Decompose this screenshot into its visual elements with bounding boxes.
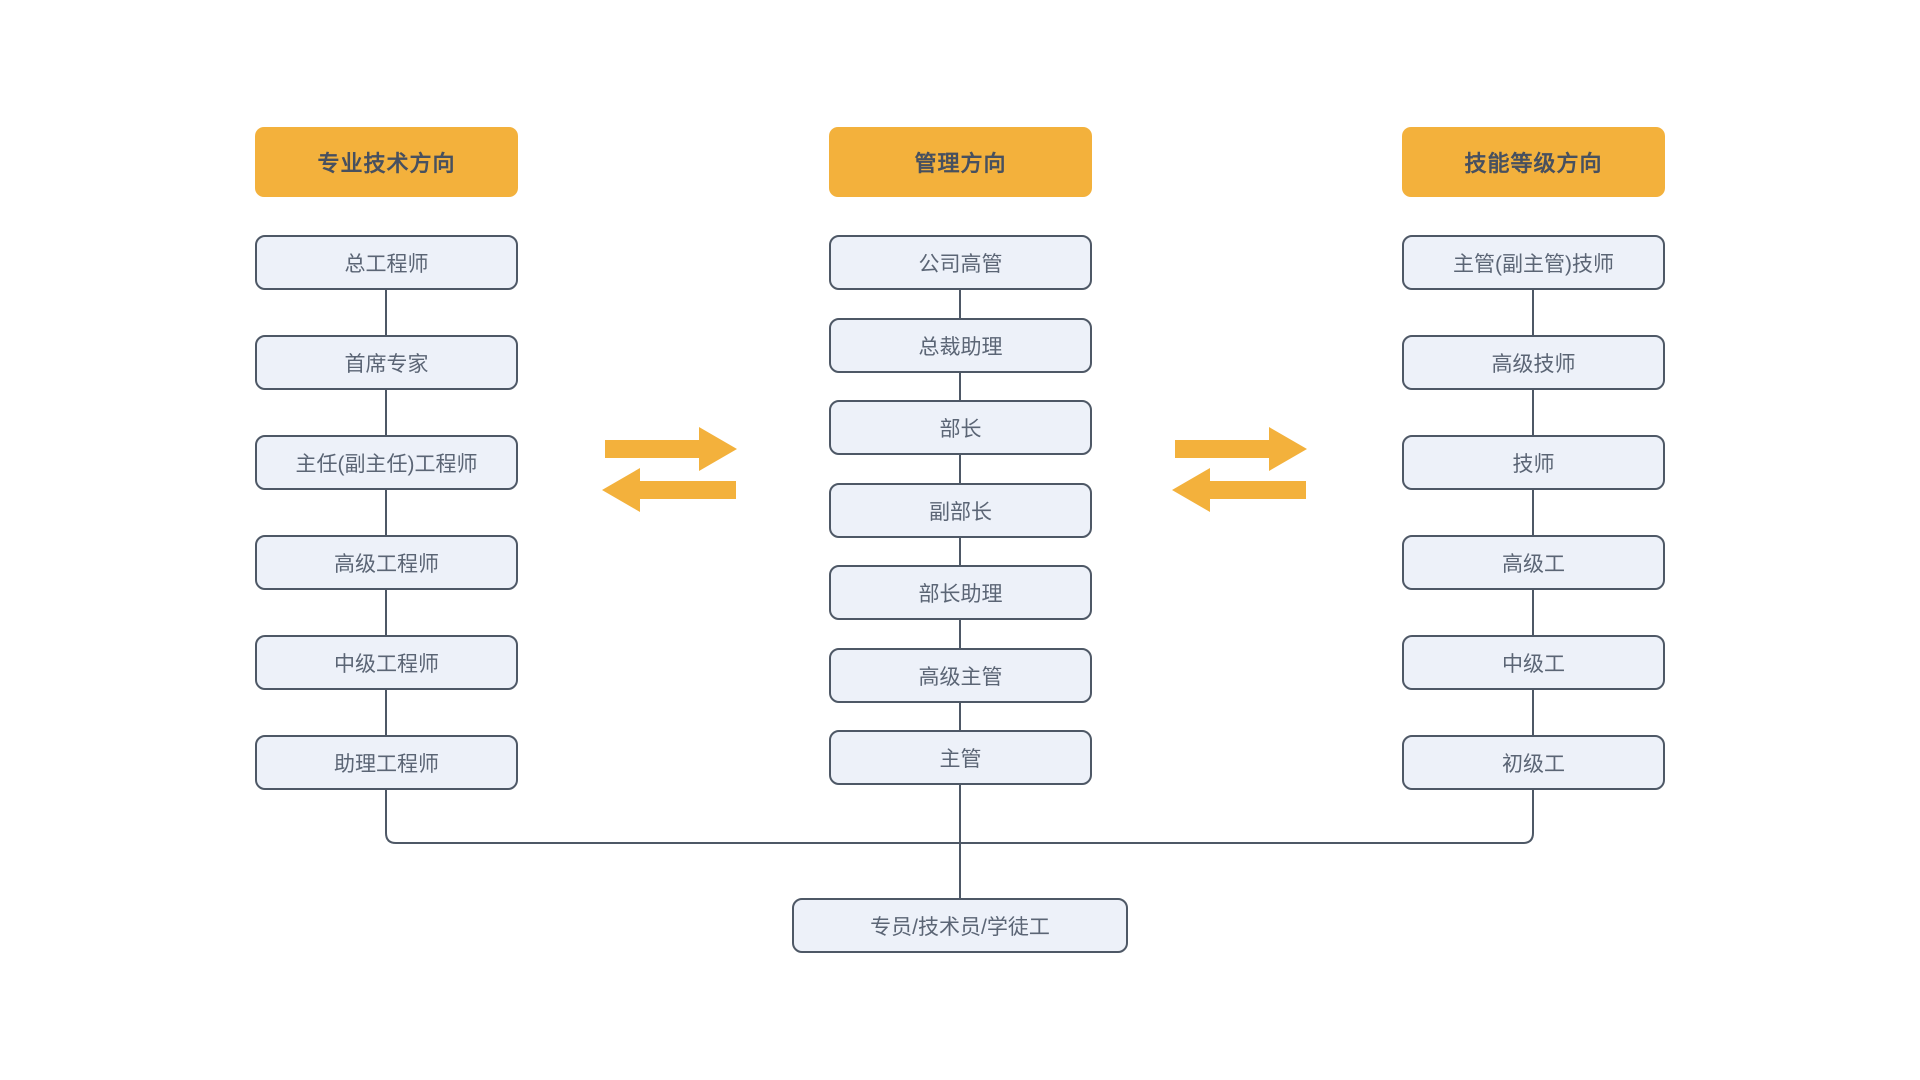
career-level-node: 助理工程师 — [255, 735, 518, 790]
career-level-node: 高级主管 — [829, 648, 1092, 703]
career-level-node: 高级工 — [1402, 535, 1665, 590]
column-header-skill: 技能等级方向 — [1402, 127, 1665, 197]
career-level-node: 主管(副主管)技师 — [1402, 235, 1665, 290]
column-header-management: 管理方向 — [829, 127, 1092, 197]
exchange-arrows-left-icon — [602, 427, 737, 512]
career-level-node: 高级技师 — [1402, 335, 1665, 390]
career-level-node: 高级工程师 — [255, 535, 518, 590]
career-level-node: 部长助理 — [829, 565, 1092, 620]
exchange-arrows-right-icon — [1172, 427, 1307, 512]
career-level-node: 首席专家 — [255, 335, 518, 390]
career-level-node: 主任(副主任)工程师 — [255, 435, 518, 490]
career-level-node: 副部长 — [829, 483, 1092, 538]
career-level-node: 初级工 — [1402, 735, 1665, 790]
career-level-node: 总工程师 — [255, 235, 518, 290]
career-level-node: 部长 — [829, 400, 1092, 455]
career-level-node: 公司高管 — [829, 235, 1092, 290]
career-level-node: 技师 — [1402, 435, 1665, 490]
career-level-node: 中级工程师 — [255, 635, 518, 690]
career-level-node: 总裁助理 — [829, 318, 1092, 373]
career-level-node: 主管 — [829, 730, 1092, 785]
base-level-node: 专员/技术员/学徒工 — [792, 898, 1128, 953]
column-header-professional: 专业技术方向 — [255, 127, 518, 197]
career-level-node: 中级工 — [1402, 635, 1665, 690]
base-connector — [385, 790, 1534, 844]
